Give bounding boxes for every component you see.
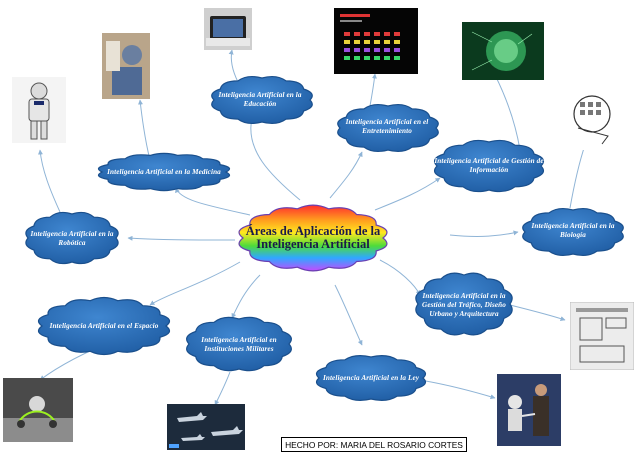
cloud-ley bbox=[315, 355, 427, 401]
cloud-trafico bbox=[415, 272, 513, 336]
cloud-militares bbox=[186, 316, 292, 372]
connector-educacion bbox=[248, 117, 301, 201]
topic-educacion: Inteligencia Artificial en la Educación bbox=[218, 91, 302, 108]
cloud-central bbox=[238, 204, 388, 272]
topic-ley: Inteligencia Artificial en la Ley bbox=[322, 373, 420, 382]
cloud-espacio bbox=[37, 296, 171, 356]
cloud-robotica bbox=[25, 211, 119, 265]
connector-medicina bbox=[175, 187, 251, 216]
photo-military-aircraft bbox=[167, 404, 245, 450]
photo-biology-sketch bbox=[558, 88, 630, 150]
cloud-educacion bbox=[211, 75, 313, 125]
topic-biologia: Inteligencia Artificial en la Biología bbox=[531, 222, 615, 239]
cloud-gestion-informacion bbox=[433, 139, 545, 193]
topic-trafico: Inteligencia Artificial en la Gestión de… bbox=[422, 291, 506, 318]
cloud-biologia bbox=[522, 207, 624, 257]
clouds bbox=[25, 75, 624, 401]
photo-space-invaders bbox=[334, 8, 418, 74]
connector-biologia bbox=[449, 230, 519, 237]
topic-espacio: Inteligencia Artificial en el Espacio bbox=[49, 321, 159, 330]
connector-militares bbox=[231, 274, 261, 319]
image-connectors bbox=[37, 49, 586, 406]
connector-robotica bbox=[127, 235, 236, 241]
author-credit: HECHO POR: MARIA DEL ROSARIO CORTES bbox=[281, 437, 467, 452]
topic-medicina: Inteligencia Artificial en la Medicina bbox=[107, 167, 221, 176]
photo-surgery-robot bbox=[102, 33, 150, 99]
photo-asimo-robot bbox=[12, 77, 66, 143]
photo-robot-handshake bbox=[497, 374, 561, 446]
connectors bbox=[127, 117, 519, 346]
photo-urban-document bbox=[570, 302, 634, 370]
photo-digital-head bbox=[462, 22, 544, 80]
photo-space-rover bbox=[3, 378, 73, 442]
cloud-entretenimiento bbox=[337, 103, 439, 153]
topic-gestion-informacion: Inteligencia Artificial de Gestión de In… bbox=[434, 157, 544, 174]
connector-ley bbox=[334, 284, 363, 346]
topic-robotica: Inteligencia Artificial en la Robótica bbox=[30, 230, 114, 247]
cloud-medicina bbox=[97, 152, 231, 192]
central-topic: Áreas de Aplicación de la Inteligencia A… bbox=[245, 224, 381, 251]
connector-entretenimiento bbox=[329, 151, 363, 199]
topic-entretenimiento: Inteligencia Artificial en el Entretenim… bbox=[345, 118, 429, 135]
topic-militares: Inteligencia Artificial en Instituciones… bbox=[201, 336, 277, 353]
photo-tablet bbox=[204, 8, 252, 50]
connector-gestion bbox=[374, 177, 441, 211]
connector-espacio bbox=[149, 261, 241, 306]
